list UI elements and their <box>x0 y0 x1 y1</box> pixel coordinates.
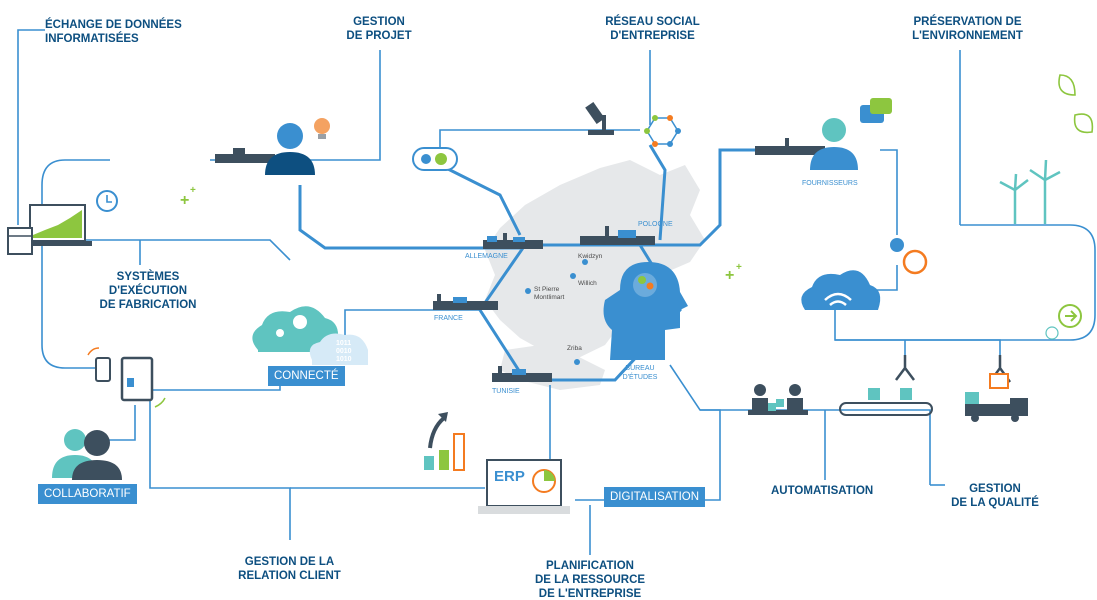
social-network-molecule-icon <box>644 115 681 147</box>
factory-icons <box>215 138 825 382</box>
factory-germany-icon <box>483 233 543 249</box>
growth-chart-icon <box>424 412 465 471</box>
city-dot-willich <box>570 273 576 279</box>
clock-icon <box>96 190 118 212</box>
link-connected <box>344 309 435 345</box>
leaf-icon <box>1073 113 1094 134</box>
site-poland: POLOGNE <box>638 221 673 228</box>
factory-france-icon <box>433 294 498 310</box>
city-dots <box>525 259 588 365</box>
collaborators-icon <box>52 429 122 480</box>
link-social-germany <box>439 163 522 236</box>
svg-text:+: + <box>736 262 742 273</box>
leaf-icons <box>1058 74 1094 134</box>
link-mes <box>70 239 291 261</box>
factory-project-icon <box>215 148 275 163</box>
svg-text:+: + <box>725 267 734 284</box>
sparkle-icons: + + + + <box>180 185 742 284</box>
supplier-person-icon <box>810 98 892 170</box>
conveyor-belt-icon <box>839 388 933 416</box>
design-office-head-icon <box>603 262 688 360</box>
site-germany: ALLEMAGNE <box>465 253 508 260</box>
site-suppliers: FOURNISSEURS <box>802 180 858 187</box>
link-automation <box>700 409 931 485</box>
badge-collaborative: COLLABORATIF <box>38 484 137 504</box>
microscope-icon <box>585 101 614 135</box>
factory-suppliers-icon <box>755 138 825 155</box>
project-manager-icon <box>265 123 315 175</box>
factory-poland-icon <box>580 226 655 245</box>
erp-logo: ERP <box>494 468 525 485</box>
link-social-poland <box>648 144 667 241</box>
city-kwidzyn: Kwidzyn <box>578 253 603 260</box>
link-tablet-down <box>149 400 291 540</box>
site-france: FRANCE <box>434 315 463 322</box>
binary-data-text: 1011 0010 1010 <box>336 340 352 363</box>
lightbulb-icon <box>314 118 330 139</box>
arrow-circle-icon <box>1045 304 1082 340</box>
city-st-pierre: St Pierre Montlimart <box>534 286 565 301</box>
svg-text:+: + <box>190 185 196 196</box>
laptop-chart-icon <box>7 204 92 255</box>
link-tablet <box>150 375 281 391</box>
thin-links <box>17 29 1096 555</box>
supplier-gears-icon <box>890 238 928 275</box>
badge-digitalisation: DIGITALISATION <box>604 487 706 507</box>
link-gear-top <box>439 129 640 150</box>
svg-text:+: + <box>180 192 189 209</box>
label-mes: SYSTÈMES D'EXÉCUTION DE FABRICATION <box>99 271 197 311</box>
city-willich: Willich <box>578 280 597 287</box>
link-cloud-right <box>870 265 898 291</box>
label-edi: ÉCHANGE DE DONNÉES INFORMATISÉES <box>45 19 182 45</box>
gears-pill-icon <box>412 147 458 171</box>
link-edi <box>17 29 45 225</box>
label-environment: PRÉSERVATION DE L'ENVIRONNEMENT <box>912 16 1023 42</box>
erp-laptop-icon <box>478 459 570 514</box>
label-project-management: GESTION DE PROJET <box>346 16 412 42</box>
link-suppliers-gear <box>880 149 898 235</box>
workers-icon <box>748 384 808 415</box>
city-zriba: Zriba <box>567 345 582 352</box>
mobile-devices-icon <box>87 347 166 408</box>
label-quality: GESTION DE LA QUALITÉ <box>951 483 1039 509</box>
city-dot-zriba <box>574 359 580 365</box>
site-tunisia: TUNISIE <box>492 388 520 395</box>
link-collab <box>100 405 136 441</box>
link-robots <box>835 339 1001 355</box>
leaf-icon <box>1058 74 1076 96</box>
site-design-office: BUREAU D'ÉTUDES <box>622 365 658 381</box>
delivery-truck-icon <box>965 373 1028 422</box>
link-poland-suppliers <box>640 148 820 247</box>
link-loop-left <box>41 159 110 369</box>
badge-connected: CONNECTÉ <box>268 366 345 386</box>
factory-tunisia-icon <box>492 366 552 382</box>
label-erp-planning: PLANIFICATION DE LA RESSOURCE DE L'ENTRE… <box>534 560 646 600</box>
city-dot-kwidzyn <box>582 259 588 265</box>
label-automation: AUTOMATISATION <box>771 485 874 497</box>
label-crm: GESTION DE LA RELATION CLIENT <box>238 556 341 582</box>
europe-map <box>485 160 705 362</box>
label-enterprise-social-network: RÉSEAU SOCIAL D'ENTREPRISE <box>605 16 700 42</box>
main-links <box>298 144 820 250</box>
wifi-cloud-icon <box>801 270 881 310</box>
link-project-germany <box>298 185 520 250</box>
link-env-loop <box>834 224 1096 341</box>
connected-cloud-icon <box>252 306 368 365</box>
city-dot-st-pierre <box>525 288 531 294</box>
wind-turbine-icons <box>999 159 1061 224</box>
